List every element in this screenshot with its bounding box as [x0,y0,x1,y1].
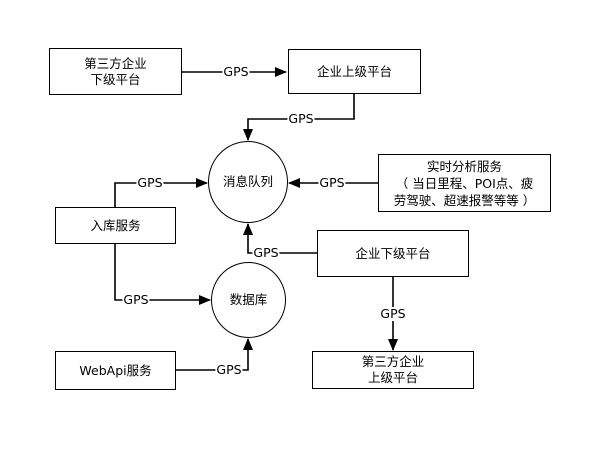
node-third-party-lower-platform[interactable]: 第三方企业 下级平台 [49,48,182,95]
node-label: 第三方企业 上级平台 [361,354,425,385]
edge-ingest-to-db [114,244,211,305]
edge-webapi-to-db [176,338,253,371]
node-label: 企业下级平台 [355,245,431,261]
node-realtime-analysis-service[interactable]: 实时分析服务 （ 当日里程、POI点、疲 劳驾驶、超速报警等等 ） [378,154,551,212]
edge-label-gps: GPS [287,111,315,126]
node-webapi-service[interactable]: WebApi服务 [55,351,176,390]
node-label: 企业上级平台 [316,63,392,79]
node-label: WebApi服务 [79,362,152,378]
node-label: 实时分析服务 （ 当日里程、POI点、疲 劳驾驶、超速报警等等 ） [393,158,536,208]
edge-label-gps: GPS [136,175,164,190]
node-database[interactable]: 数据库 [211,262,286,338]
node-label: 第三方企业 下级平台 [84,55,147,87]
edge-label-gps: GPS [122,292,150,307]
node-label: 入库服务 [90,217,141,233]
edge-label-gps: GPS [222,64,250,79]
node-label: 数据库 [229,292,268,307]
node-enterprise-lower-platform[interactable]: 企业下级平台 [317,230,469,277]
node-third-party-upper-platform[interactable]: 第三方企业 上级平台 [312,351,474,389]
node-message-queue[interactable]: 消息队列 [208,141,288,223]
node-ingest-service[interactable]: 入库服务 [55,207,176,244]
edge-label-gps: GPS [379,306,407,321]
edge-label-gps: GPS [252,245,280,260]
edge-lower-to-queue [243,223,317,254]
edge-label-gps: GPS [318,175,346,190]
edge-ingest-to-queue [114,178,208,207]
node-label: 消息队列 [222,174,273,189]
edge-label-gps: GPS [215,362,243,377]
node-enterprise-upper-platform[interactable]: 企业上级平台 [288,49,421,94]
